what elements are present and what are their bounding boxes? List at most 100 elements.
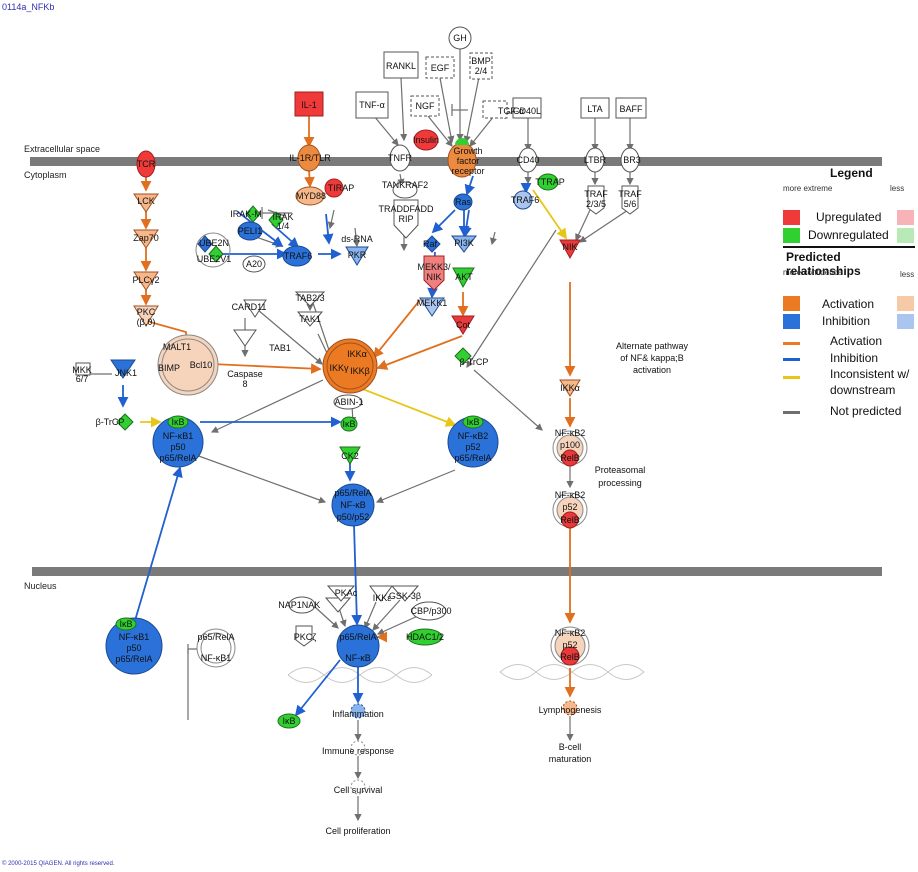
tirap-node bbox=[324, 178, 344, 198]
label-cx5-3: RelB bbox=[560, 515, 580, 525]
gsk3b-node bbox=[390, 585, 420, 602]
legend-title: Legend bbox=[830, 166, 873, 180]
jnk1-node bbox=[110, 359, 136, 379]
label-cx7-3: p50 bbox=[126, 643, 141, 653]
abin1-node bbox=[333, 394, 363, 410]
label-bmp-1: BMP bbox=[471, 56, 491, 66]
legend-line-not-predicted: Not predicted bbox=[830, 404, 902, 418]
swatch-inh-light bbox=[897, 314, 914, 329]
label-mkk67-2: 6/7 bbox=[76, 374, 89, 384]
label-irak14-1: IRAK bbox=[272, 212, 293, 222]
plcg2-node bbox=[133, 271, 159, 291]
mkk67-node bbox=[75, 362, 91, 376]
label-gsk3b: GSK-3β bbox=[389, 591, 421, 601]
label-gfr-3: receptor bbox=[451, 166, 484, 176]
tak1-node bbox=[296, 311, 324, 327]
label-cd40: CD40 bbox=[516, 155, 539, 165]
line-inhibition bbox=[783, 358, 800, 361]
label-card11: CARD11 bbox=[232, 302, 267, 312]
label-btrcp-r: β-TrCP bbox=[460, 357, 489, 367]
label-il1r: IL-1R/TLR bbox=[289, 153, 331, 163]
label-traf235-2: 2/3/5 bbox=[586, 199, 606, 209]
legend-line-inconsistent-1: Inconsistent w/ bbox=[830, 367, 910, 381]
label-alt-pathway-1: Alternate pathway bbox=[616, 341, 689, 351]
mekk1-node bbox=[419, 297, 445, 317]
label-pkr: PKR bbox=[348, 250, 367, 260]
label-peli1: PELI1 bbox=[238, 226, 263, 236]
label-dsrna: ds-RNA bbox=[341, 234, 373, 244]
pkc-node bbox=[133, 305, 159, 327]
label-nik: NIK bbox=[562, 242, 577, 252]
label-cx5-1: NF-κB2 bbox=[555, 490, 586, 500]
label-cx7-4: p65/RelA bbox=[115, 654, 152, 664]
label-cx4-3: RelB bbox=[560, 453, 580, 463]
legend-activation: Activation bbox=[822, 297, 875, 311]
label-btrcp-l: β-TrCP bbox=[96, 417, 125, 427]
label-cx9-2: p52 bbox=[562, 640, 577, 650]
label-survival: Cell survival bbox=[334, 785, 383, 795]
gh-node bbox=[448, 26, 472, 50]
pi3k-node bbox=[451, 235, 477, 253]
swatch-act-light bbox=[897, 296, 914, 311]
line-not-predicted bbox=[783, 411, 800, 414]
label-cx5-2: p52 bbox=[562, 502, 577, 512]
label-caspase8-1: Caspase bbox=[227, 369, 263, 379]
label-mekk3-2: NIK bbox=[426, 272, 441, 282]
label-raf: Raf bbox=[423, 239, 438, 249]
pkcz-node bbox=[295, 625, 313, 647]
caspase8-node bbox=[233, 329, 257, 347]
label-bmp-2: 2/4 bbox=[475, 66, 488, 76]
label-tirap: TIRAP bbox=[328, 183, 355, 193]
ikk-complex bbox=[322, 338, 378, 394]
tnfa-node bbox=[355, 91, 389, 119]
label-proteasomal-2: processing bbox=[598, 478, 642, 488]
swatch-act bbox=[783, 296, 800, 311]
lck-node bbox=[133, 193, 159, 213]
p65-nfkb-nuclear-complex bbox=[336, 624, 380, 668]
line-activation bbox=[783, 342, 800, 345]
label-cx3-3: p50/p52 bbox=[337, 512, 370, 522]
legend-downregulated: Downregulated bbox=[808, 228, 889, 242]
label-cx1-1: IκB bbox=[171, 417, 184, 427]
label-traf56-1: TRAF bbox=[618, 189, 642, 199]
nuclear-membrane bbox=[32, 567, 882, 576]
ltbr-node bbox=[585, 147, 605, 173]
br3-node bbox=[620, 147, 640, 173]
label-ikka2: IKKα bbox=[560, 383, 580, 393]
not-predicted-edges bbox=[195, 40, 634, 822]
label-cx3-1: p65/RelA bbox=[334, 488, 371, 498]
copyright-notice: © 2000-2015 QIAGEN. All rights reserved. bbox=[2, 861, 115, 867]
label-ltbr: LTBR bbox=[584, 155, 607, 165]
label-ck2: CK2 bbox=[341, 451, 359, 461]
mekk3-node bbox=[423, 255, 445, 291]
swatch-up-light bbox=[897, 210, 914, 225]
hdac-node bbox=[407, 628, 443, 646]
legend-line-inhibition: Inhibition bbox=[830, 351, 879, 365]
label-bimp: BIMP bbox=[158, 363, 180, 373]
label-ube2v1: UBE2V1 bbox=[197, 254, 232, 264]
label-ttrap: TTRAP bbox=[535, 177, 565, 187]
legend-less: less bbox=[890, 184, 905, 193]
label-alt-pathway-2: of NF& kappa;B bbox=[620, 353, 684, 363]
label-gfr-1: Growth bbox=[453, 146, 482, 156]
label-br3: BR3 bbox=[623, 155, 641, 165]
label-cx2-1: IκB bbox=[466, 417, 479, 427]
label-gh: GH bbox=[453, 33, 467, 43]
traf235-node bbox=[587, 185, 605, 215]
label-bcell-1: B-cell bbox=[559, 742, 582, 752]
traddfadd-node bbox=[393, 199, 419, 239]
ikb-low-node bbox=[277, 713, 301, 729]
label-insulin: Insulin bbox=[413, 135, 439, 145]
label-ikke: IKKε bbox=[373, 593, 392, 603]
label-caspase8-2: 8 bbox=[242, 379, 247, 389]
label-iraku: IRAK-M bbox=[230, 209, 262, 219]
nfkb1-nuclear-complex bbox=[105, 617, 163, 675]
label-cx2-4: p65/RelA bbox=[454, 453, 491, 463]
label-cx1-2: NF-κB1 bbox=[163, 431, 194, 441]
line-inconsistent bbox=[783, 376, 800, 379]
label-cx1-3: p50 bbox=[170, 442, 185, 452]
ikka2-node bbox=[559, 379, 581, 397]
label-egf: EGF bbox=[431, 63, 450, 73]
ube2v1-node bbox=[208, 245, 224, 263]
